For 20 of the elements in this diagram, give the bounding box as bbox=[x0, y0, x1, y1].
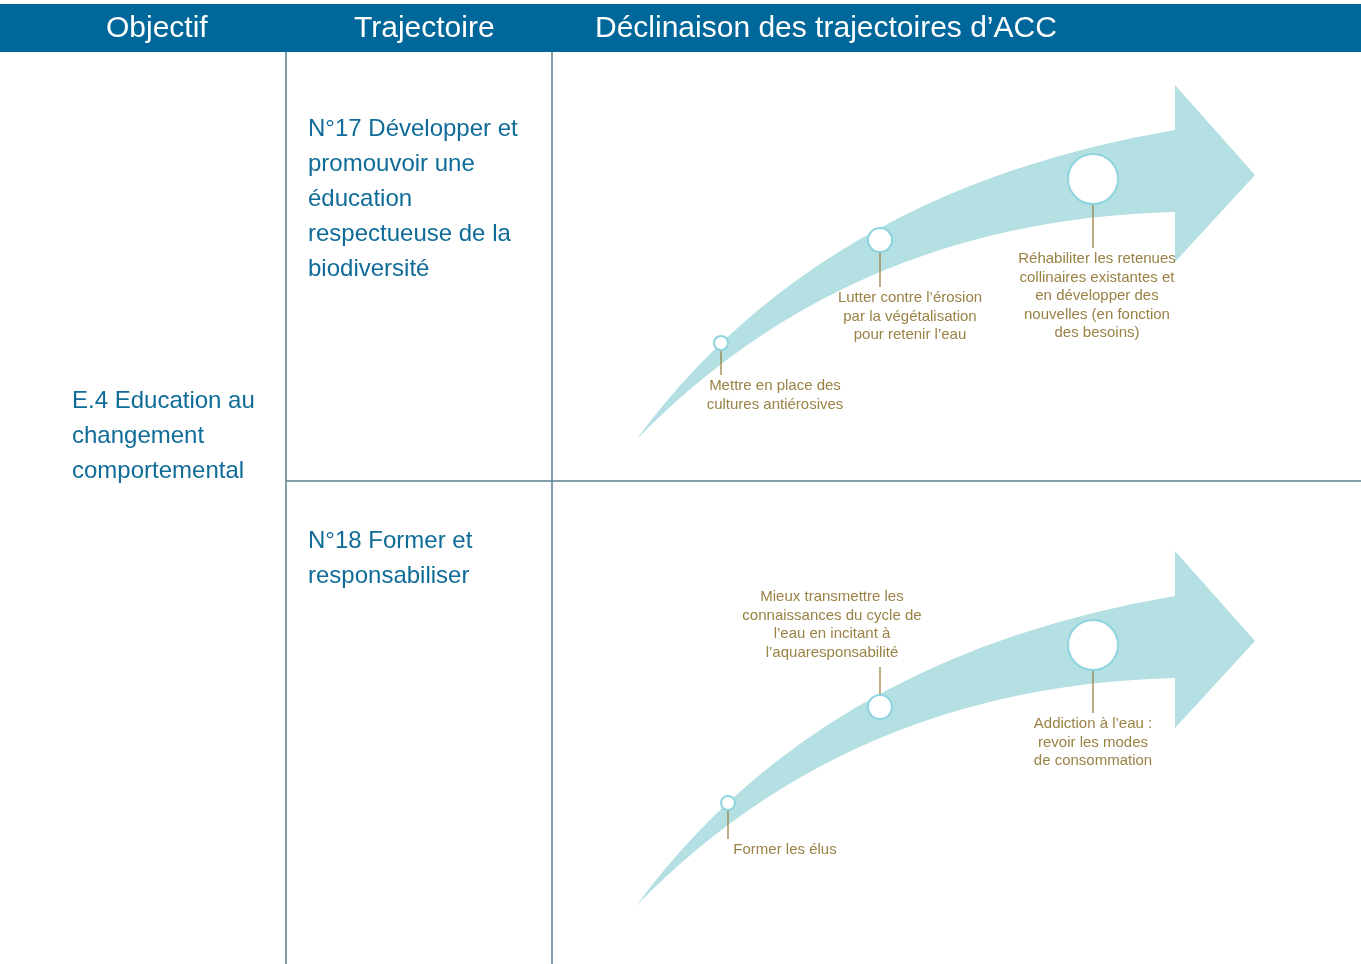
milestone-text: Mieux transmettre les connaissances du cycle de l’eau en incitant à l’aquaresponsabilité bbox=[739, 587, 925, 661]
milestone-circle bbox=[713, 335, 729, 351]
leader-line bbox=[720, 350, 722, 376]
column-heading: Trajectoire bbox=[354, 10, 495, 44]
leader-line bbox=[1092, 670, 1094, 714]
milestone-text: Former les élus bbox=[715, 840, 855, 859]
leader-line bbox=[879, 252, 881, 288]
milestone-text: Mettre en place des cultures antiérosives bbox=[685, 376, 865, 413]
leader-line bbox=[879, 666, 881, 695]
milestone-text: Lutter contre l’érosion par la végétalisation pour retenir l’eau bbox=[830, 288, 990, 344]
milestone-text: Réhabiliter les retenues collinaires existantes et en développer des nouvelles (en fonction des besoins) bbox=[1017, 249, 1177, 342]
leader-line bbox=[1092, 204, 1094, 249]
milestone-text: Addiction à l’eau : revoir les modes de consommation bbox=[1028, 714, 1158, 770]
objective-text: E.4 Education au changement comportemental bbox=[72, 385, 256, 485]
leader-line bbox=[727, 810, 729, 840]
trajectory-text: N°17 Développer et promouvoir une éducation respectueuse de la biodiversité bbox=[308, 113, 519, 283]
column-heading: Déclinaison des trajectoires d’ACC bbox=[595, 10, 1057, 44]
milestone-circle bbox=[720, 795, 736, 811]
column-heading: Objectif bbox=[106, 10, 208, 44]
trajectory-text: N°18 Former et responsabiliser bbox=[308, 525, 474, 590]
